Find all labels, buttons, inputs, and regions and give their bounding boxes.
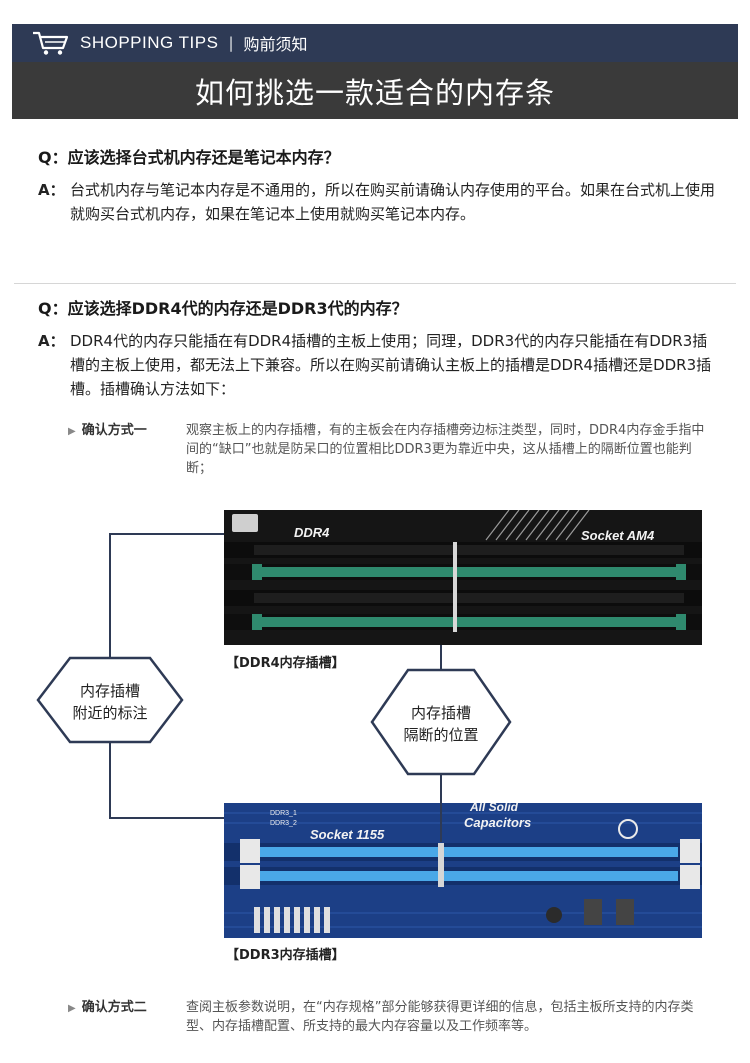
ddr4-board-label: DDR4 <box>294 525 330 540</box>
shopping-cart-icon <box>33 31 69 55</box>
method-1-label-text: 确认方式一 <box>81 423 147 438</box>
ddr3-mark-2: DDR3_2 <box>270 820 297 827</box>
method-2-text: 查阅主板参数说明，在“内存规格”部分能够获得更详细的信息，包括主板所支持的内存类… <box>186 1000 694 1034</box>
ddr3-board-photo: DDR3_1 DDR3_2 Socket 1155 All Solid Capa… <box>224 803 702 938</box>
hex-left-line-1: 内存插槽 <box>80 682 140 700</box>
hex-right-line-2: 隔断的位置 <box>403 726 478 744</box>
hex-left-line-2: 附近的标注 <box>72 704 147 722</box>
method-1-text: 观察主板上的内存插槽，有的主板会在内存插槽旁边标注类型，同时，DDR4内存金手指… <box>186 423 705 476</box>
hexagon-label-left: 内存插槽 附近的标注 <box>36 656 184 744</box>
ddr4-socket-label: Socket AM4 <box>581 528 655 543</box>
answer-text: DDR4代的内存只能插在有DDR4插槽的主板上使用；同理，DDR3代的内存只能插… <box>70 332 712 398</box>
page-title: 如何挑选一款适合的内存条 <box>12 62 738 119</box>
ddr4-caption: 【DDR4内存插槽】 <box>226 656 345 671</box>
method-1-label: ▶ 确认方式一 <box>68 421 186 478</box>
ddr3-caption: 【DDR3内存插槽】 <box>226 948 345 963</box>
triangle-bullet-icon: ▶ <box>68 426 76 437</box>
qa-block-1: Q：应该选择台式机内存还是笔记本内存？ A： 台式机内存与笔记本内存是不通用的，… <box>38 146 718 226</box>
ddr3-board-art: DDR3_1 DDR3_2 Socket 1155 All Solid Capa… <box>224 803 702 938</box>
answer-prefix: A： <box>38 181 65 199</box>
hex-right-line-1: 内存插槽 <box>411 704 471 722</box>
answer-text: 台式机内存与笔记本内存是不通用的，所以在购买前请确认内存使用的平台。如果在台式机… <box>70 181 716 223</box>
header-top-bar: SHOPPING TIPS | 购前须知 <box>12 24 738 62</box>
triangle-bullet-icon: ▶ <box>68 1003 76 1014</box>
method-2-label-text: 确认方式二 <box>81 1000 147 1015</box>
qa-block-2: Q：应该选择DDR4代的内存还是DDR3代的内存？ A： DDR4代的内存只能插… <box>38 297 718 401</box>
ddr4-board-art: DDR4 Socket AM4 <box>224 510 702 645</box>
question-1: Q：应该选择台式机内存还是笔记本内存？ <box>38 148 340 167</box>
brand-text: SHOPPING TIPS <box>80 33 219 52</box>
method-2-label: ▶ 确认方式二 <box>68 998 186 1036</box>
answer-2: A： DDR4代的内存只能插在有DDR4插槽的主板上使用；同理，DDR3代的内存… <box>38 329 718 401</box>
brand-separator: | <box>228 34 234 52</box>
ddr4-board-photo: DDR4 Socket AM4 <box>224 510 702 645</box>
answer-1: A： 台式机内存与笔记本内存是不通用的，所以在购买前请确认内存使用的平台。如果在… <box>38 178 718 226</box>
brand-text-cn: 购前须知 <box>243 35 308 54</box>
hexagon-label-right: 内存插槽 隔断的位置 <box>370 668 512 776</box>
connector-line-bottom-left <box>109 742 224 819</box>
answer-prefix: A： <box>38 332 65 350</box>
method-2: ▶ 确认方式二 查阅主板参数说明，在“内存规格”部分能够获得更详细的信息，包括主板… <box>68 998 708 1036</box>
connector-line-top-left <box>109 533 224 658</box>
method-1: ▶ 确认方式一 观察主板上的内存插槽，有的主板会在内存插槽旁边标注类型，同时，DD… <box>68 421 708 478</box>
section-divider <box>14 283 736 284</box>
ddr3-brand-line-1: All Solid <box>469 803 519 814</box>
ddr3-socket-label: Socket 1155 <box>310 827 385 842</box>
question-2: Q：应该选择DDR4代的内存还是DDR3代的内存？ <box>38 299 408 318</box>
header-banner: SHOPPING TIPS | 购前须知 如何挑选一款适合的内存条 <box>12 24 738 119</box>
ddr3-brand-line-2: Capacitors <box>464 815 531 830</box>
ddr3-mark-1: DDR3_1 <box>270 810 297 817</box>
